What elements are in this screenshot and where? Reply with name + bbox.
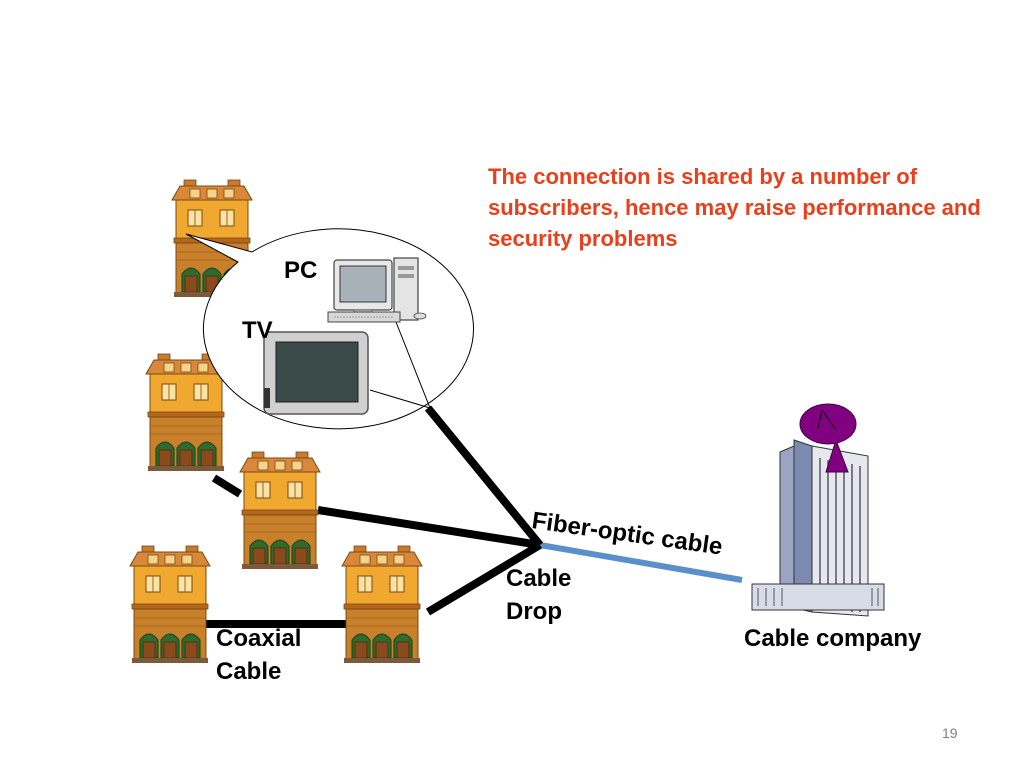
- coaxial-line-short: [211, 474, 243, 498]
- page-number: 19: [942, 725, 958, 741]
- house-middle-left-icon: [145, 353, 227, 472]
- cable-drop-label-line1: Cable: [506, 565, 572, 592]
- cable-company-label: Cable company: [744, 625, 922, 652]
- antenna-stand: [825, 438, 849, 473]
- house-bottom-left-icon: [129, 545, 211, 664]
- tv-label: TV: [242, 317, 273, 344]
- cable-drop-label-line2: Drop: [506, 598, 562, 625]
- fiber-optic-line: [539, 542, 743, 583]
- cable-drop-line-lower: [425, 541, 543, 616]
- house-bottom-right-icon: [341, 545, 423, 664]
- pc-icon: [327, 257, 431, 409]
- house-middle-right-icon: [239, 451, 321, 570]
- cable-company-building-icon: [751, 403, 885, 617]
- coaxial-cable-label-line2: Cable: [216, 658, 282, 685]
- cable-drop-line-upper: [424, 405, 544, 548]
- pc-label: PC: [284, 257, 318, 284]
- coaxial-cable-label-line1: Coaxial: [216, 625, 302, 652]
- satellite-dish-icon: [799, 403, 857, 445]
- tv-icon: [263, 331, 369, 415]
- cable-drop-line-middle: [317, 506, 541, 549]
- shared-connection-note: The connection is shared by a number of …: [488, 164, 981, 251]
